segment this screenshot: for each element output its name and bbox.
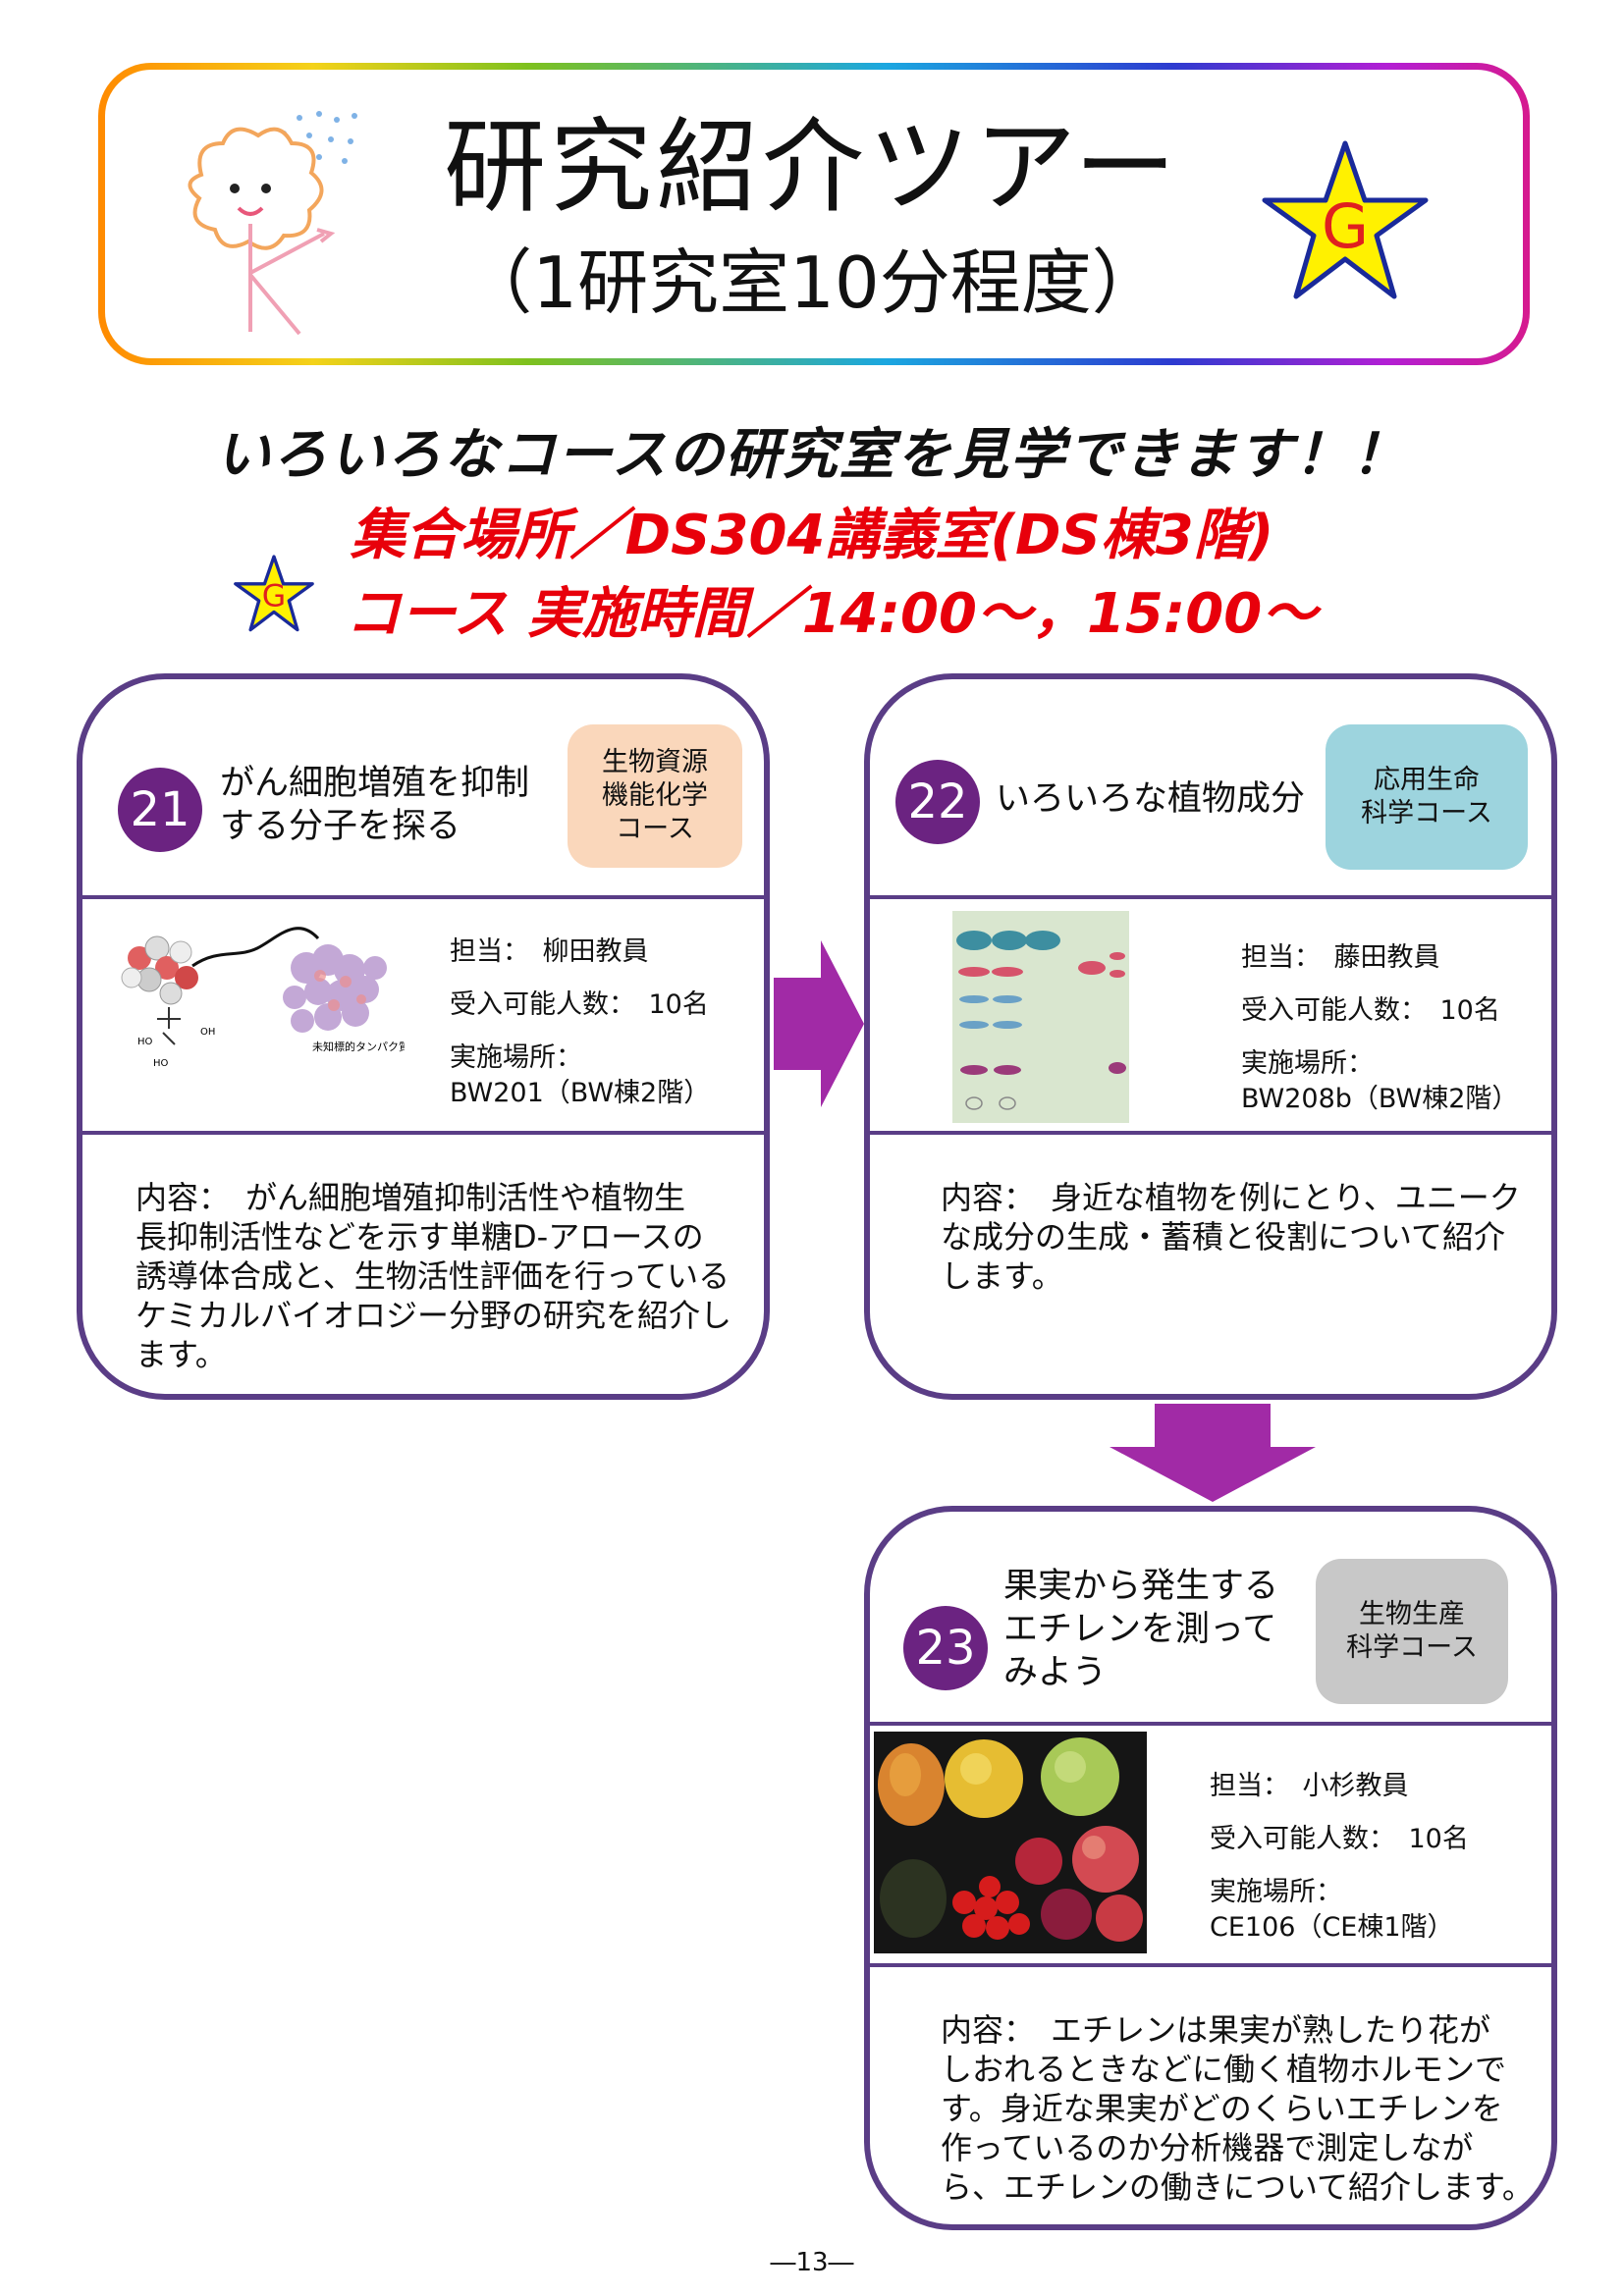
- course-tag: 生物生産 科学コース: [1316, 1559, 1508, 1704]
- page-subtitle: （1研究室10分程度）: [461, 241, 1163, 324]
- lab-title: がん細胞増殖を抑制 する分子を探る: [220, 764, 530, 846]
- lab-content: 内容： エチレンは果実が熟したり花が しおれるときなどに働く植物ホルモンで す。…: [941, 2011, 1534, 2206]
- place: BW201（BW棟2階）: [450, 1078, 711, 1108]
- divider: [870, 1722, 1551, 1726]
- lab-info: 担当： 小杉教員 受入可能人数： 10名 実施場所： CE106（CE棟1階）: [1210, 1769, 1469, 1946]
- divider: [870, 895, 1551, 899]
- fruit-photo: [874, 1732, 1147, 1953]
- lab-card-21: 21 がん細胞増殖を抑制 する分子を探る 生物資源 機能化学 コース HO OH…: [77, 673, 770, 1400]
- divider: [82, 895, 764, 899]
- staff: 担当： 小杉教員: [1210, 1771, 1409, 1801]
- arrow-down-icon: [1110, 1404, 1316, 1502]
- divider: [82, 1131, 764, 1135]
- arrow-right-icon: [774, 940, 864, 1107]
- svg-text:G: G: [262, 579, 286, 614]
- capacity: 受入可能人数： 10名: [1241, 995, 1500, 1026]
- star-letter: G: [1322, 190, 1369, 262]
- place-label: 実施場所：: [1210, 1877, 1342, 1907]
- mascot-illustration: [188, 111, 357, 336]
- capacity: 受入可能人数： 10名: [450, 989, 709, 1020]
- staff: 担当： 柳田教員: [450, 936, 649, 967]
- place: CE106（CE棟1階）: [1210, 1912, 1454, 1943]
- svg-text:OH: OH: [200, 1027, 215, 1038]
- tlc-plate-image: [952, 911, 1129, 1123]
- schedule-text: コース 実施時間／14:00～，15:00～: [346, 582, 1318, 646]
- lab-title: 果実から発生する エチレンを測って みよう: [1003, 1567, 1279, 1692]
- svg-text:HO: HO: [153, 1058, 169, 1069]
- lab-card-23: 23 果実から発生する エチレンを測って みよう 生物生産 科学コース 担当： …: [864, 1506, 1557, 2230]
- lab-number: 22: [895, 760, 980, 844]
- divider: [870, 1963, 1551, 1967]
- staff: 担当： 藤田教員: [1241, 942, 1440, 973]
- place-label: 実施場所：: [1241, 1048, 1374, 1079]
- page-number: ―13―: [770, 2248, 854, 2277]
- place-label: 実施場所：: [450, 1042, 582, 1073]
- divider: [870, 1131, 1551, 1135]
- lead-text: いろいろなコースの研究室を見学できます！！: [215, 423, 1409, 487]
- svg-text:HO: HO: [137, 1037, 153, 1047]
- page-title: 研究紹介ツアー: [444, 107, 1180, 227]
- meeting-place: 集合場所／DS304講義室(DS棟3階): [350, 504, 1274, 567]
- svg-text:未知標的タンパク質: 未知標的タンパク質: [312, 1040, 405, 1053]
- molecule-illustration: HO OH HO 未知標的タンパク質: [121, 927, 405, 1069]
- course-g-small-star-icon: G: [234, 555, 314, 632]
- lab-number: 21: [118, 768, 202, 852]
- capacity: 受入可能人数： 10名: [1210, 1824, 1469, 1854]
- lab-title: いろいろな植物成分: [996, 779, 1306, 819]
- lab-content: 内容： 身近な植物を例にとり、ユニーク な成分の生成・蓄積と役割について紹介 し…: [941, 1179, 1521, 1295]
- lab-info: 担当： 柳田教員 受入可能人数： 10名 実施場所： BW201（BW棟2階）: [450, 934, 710, 1111]
- lab-number: 23: [903, 1606, 988, 1690]
- lab-info: 担当： 藤田教員 受入可能人数： 10名 実施場所： BW208b（BW棟2階）: [1241, 940, 1518, 1117]
- course-tag: 生物資源 機能化学 コース: [568, 724, 742, 868]
- course-g-star-icon: G: [1262, 140, 1429, 299]
- lab-card-22: 22 いろいろな植物成分 応用生命 科学コース 担当： 藤田教員 受入可能人数：…: [864, 673, 1557, 1400]
- course-tag: 応用生命 科学コース: [1326, 724, 1528, 870]
- lab-content: 内容： がん細胞増殖抑制活性や植物生 長抑制活性などを示す単糖D-アロースの 誘…: [135, 1179, 732, 1373]
- place: BW208b（BW棟2階）: [1241, 1084, 1519, 1114]
